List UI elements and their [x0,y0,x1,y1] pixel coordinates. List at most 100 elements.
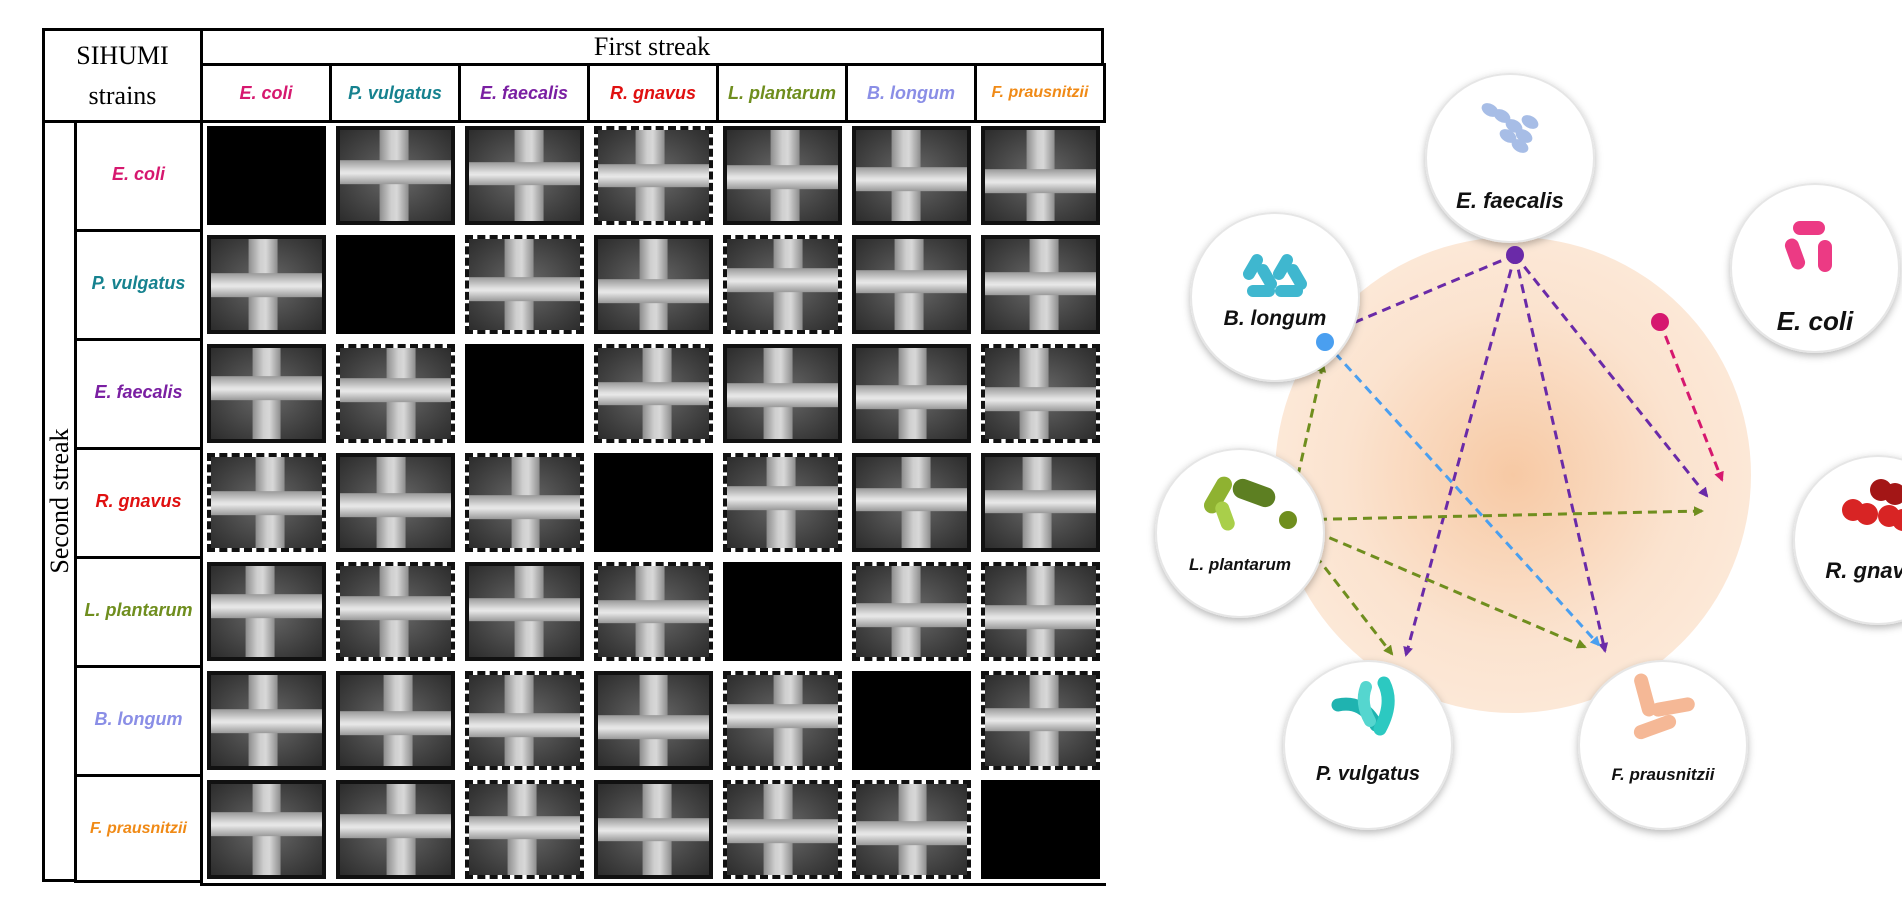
streak-cross-image [594,562,713,661]
corner-label-line1: SIHUMI [76,41,169,70]
row-header-cell [74,338,203,450]
streak-cross-image [723,344,842,443]
source-dot-lplantarum [1279,511,1297,529]
node-efaecalis: E. faecalis [1425,73,1595,243]
streak-cross-image [723,126,842,225]
node-label-fprausnitzii: F. prausnitzii [1612,765,1716,784]
blank-self-tile [465,344,584,443]
cocci-chain-icon [1481,103,1539,153]
long-rod-icon [1633,673,1695,740]
column-header-label: P. vulgatus [348,82,442,103]
streak-cross-image [465,780,584,879]
streak-cross-image [852,344,971,443]
source-dot-efaecalis [1506,246,1524,264]
streak-cross-image [465,562,584,661]
node-circle-blongum [1190,212,1360,382]
node-lplantarum: L. plantarum [1155,448,1325,618]
node-circle-pvulgatus [1283,660,1453,830]
streak-cross-image [336,780,455,879]
edge-efaecalis-to-rgnavus [1513,254,1709,498]
streak-cross-image [207,562,326,661]
source-dot-blongum [1316,333,1334,351]
streak-cross-image [594,671,713,770]
edges-layer [1286,253,1724,657]
background-circle [1275,237,1751,713]
interaction-network-diagram: E. faecalis E. coli B. longum L. plantarum R… [1110,0,1902,917]
network-canvas: E. faecalis E. coli B. longum L. plantarum R… [1155,73,1902,830]
blank-self-tile [981,780,1100,879]
node-label-blongum: B. longum [1224,307,1327,330]
streak-cross-image [852,562,971,661]
node-circle-lplantarum [1155,448,1325,618]
row-header-cell [74,774,203,883]
image-grid-frame [200,120,1106,886]
column-header-cell [458,63,590,123]
node-circle-ecoli [1730,183,1900,353]
edge-efaecalis-to-blongum [1332,253,1516,333]
column-header-label: R. gnavus [609,82,697,103]
edge-efaecalis-to-fprausnitzii [1513,254,1609,653]
edge-ecoli-to-rgnavus [1658,321,1724,482]
streak-cross-image [336,344,455,443]
column-header-label: L. plantarum [727,82,836,103]
streak-cross-image [336,562,455,661]
streak-cross-image [981,562,1100,661]
node-label-efaecalis: E. faecalis [1456,188,1564,213]
node-fprausnitzii: F. prausnitzii [1578,660,1748,830]
streak-cross-image [336,126,455,225]
node-label-ecoli: E. coli [1777,306,1854,336]
streak-cross-image [981,344,1100,443]
streak-grid-table: SIHUMI strains First streak Second strea… [42,28,1106,886]
streak-cross-image [336,453,455,552]
row-header-label: B. longum [94,709,183,729]
streak-cross-image [594,235,713,334]
coccus-pair-icon [1842,479,1902,531]
streak-cross-image [594,126,713,225]
blank-self-tile [207,126,326,225]
column-header-cell [974,63,1106,123]
streak-cross-image [981,671,1100,770]
blank-self-tile [336,235,455,334]
streak-cross-image [981,235,1100,334]
source-dot-ecoli [1651,313,1669,331]
blank-self-tile [723,562,842,661]
rod-icon [1204,476,1276,531]
flagellated-rod-icon [1784,221,1832,272]
column-header-label: E. coli [239,82,293,103]
streak-cross-image [981,126,1100,225]
node-label-lplantarum: L. plantarum [1189,555,1291,574]
edge-lplantarum-to-rgnavus [1287,506,1704,522]
column-header-cell [845,63,977,123]
blank-self-tile [594,453,713,552]
streak-cross-image [723,780,842,879]
streak-cross-image [594,344,713,443]
node-circle-fprausnitzii [1578,660,1748,830]
streak-cross-image [852,780,971,879]
table-corner-cell [42,28,203,123]
streak-cross-image [207,453,326,552]
corner-label-line2: strains [88,81,157,110]
row-header-label: F. prausnitzii [90,819,187,837]
row-header-label: P. vulgatus [91,273,186,293]
node-ecoli: E. coli [1730,183,1900,353]
streak-cross-image [207,235,326,334]
streak-cross-image [465,235,584,334]
column-header-label: B. longum [867,82,955,103]
column-group-header [200,28,1104,66]
source-dots-layer [1279,246,1669,529]
row-group-label: Second streak [45,428,74,574]
node-label-rgnavus: R. gnavus [1825,558,1902,583]
blank-self-tile [852,671,971,770]
column-group-label: First streak [593,32,711,61]
row-header-label: E. faecalis [94,382,183,402]
streak-cross-image [465,126,584,225]
streak-cross-image [465,453,584,552]
row-header-cell [74,120,203,232]
edge-lplantarum-to-blongum [1286,362,1327,521]
streak-cross-image [207,344,326,443]
row-header-label: E. coli [111,164,165,184]
streak-cross-image [852,126,971,225]
streak-cross-image [852,453,971,552]
node-blongum: B. longum [1190,212,1360,382]
streak-cross-image [852,235,971,334]
